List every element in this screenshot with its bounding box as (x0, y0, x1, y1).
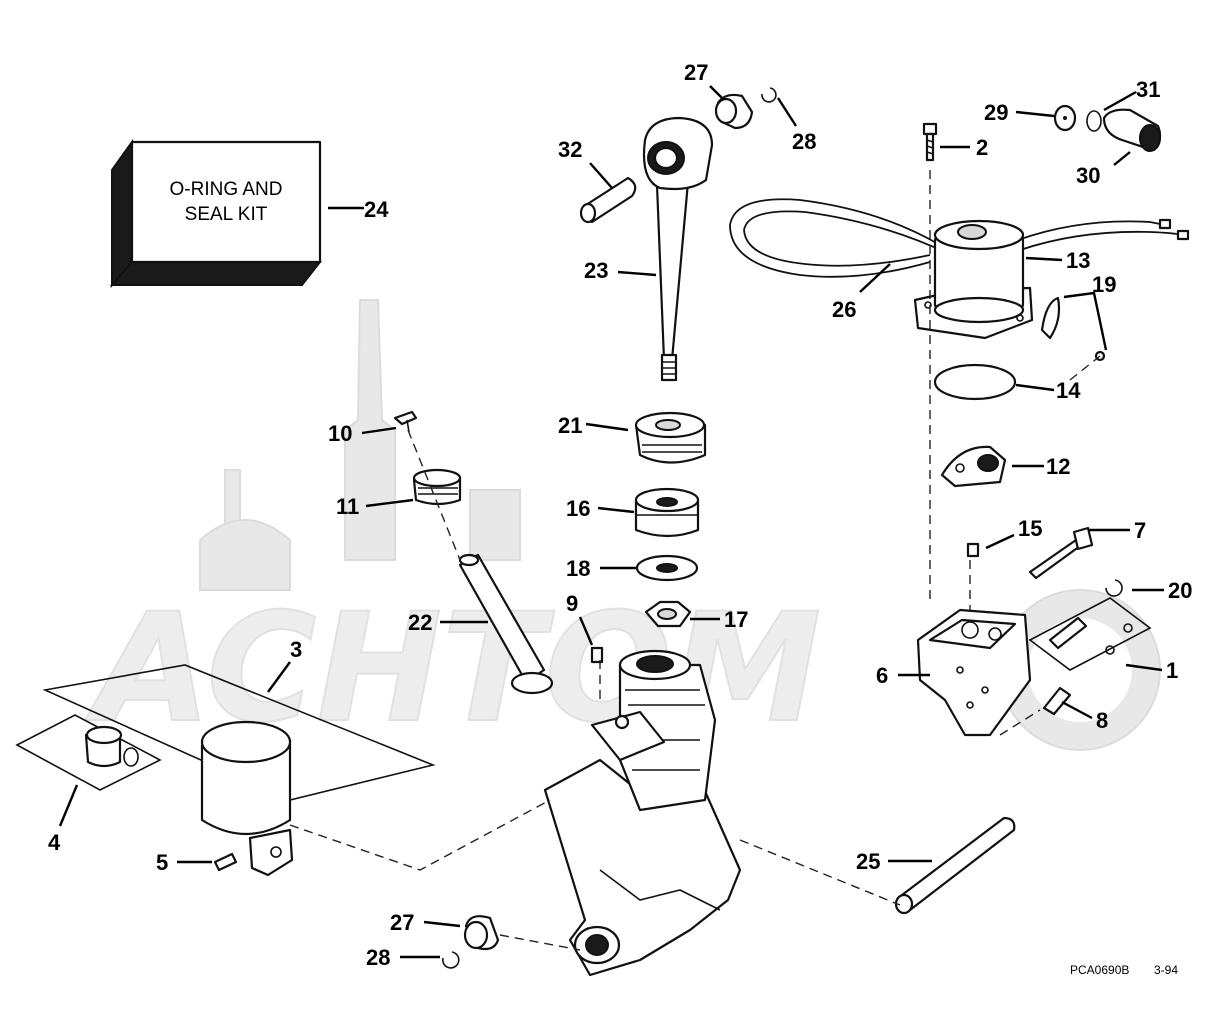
bushing-27-bottom (463, 915, 500, 951)
screw-8 (1042, 686, 1072, 716)
callout-5: 5 (156, 850, 168, 875)
washer-18-hole (656, 563, 678, 573)
callout-12: 12 (1046, 454, 1070, 479)
callout-3: 3 (290, 637, 302, 662)
callout-27-bottom: 27 (390, 910, 414, 935)
pin-32 (579, 176, 637, 224)
tube-22 (458, 553, 554, 695)
oring-14 (933, 363, 1017, 401)
callout-29: 29 (984, 100, 1008, 125)
gasket-1 (1028, 597, 1152, 671)
callout-24: 24 (364, 197, 389, 222)
retaining-ring-20 (1105, 579, 1123, 597)
callout-8: 8 (1096, 708, 1108, 733)
nut-17 (644, 600, 692, 628)
plug-11 (412, 468, 462, 506)
screw-10 (393, 410, 418, 433)
callout-2: 2 (976, 135, 988, 160)
callout-25: 25 (856, 849, 880, 874)
callout-9: 9 (566, 591, 578, 616)
callout-6: 6 (876, 663, 888, 688)
callout-28-bottom: 28 (366, 945, 390, 970)
bolt-7 (1028, 526, 1094, 580)
parts-29-30-31 (1053, 104, 1162, 152)
callout-18: 18 (566, 556, 590, 581)
callout-4: 4 (48, 830, 61, 855)
alignment-lines (289, 170, 1101, 951)
screw-2 (922, 122, 938, 162)
screw-15 (966, 542, 980, 558)
kit-box-line2: SEAL KIT (185, 204, 268, 225)
callout-23: 23 (584, 258, 608, 283)
callout-30: 30 (1076, 163, 1100, 188)
callout-28-top: 28 (792, 129, 816, 154)
cap-21 (634, 411, 707, 464)
motor-13 (729, 198, 1190, 340)
kit-box-line1: O-RING AND (170, 179, 283, 200)
oring-seal-kit-box: O-RING AND SEAL KIT (109, 138, 323, 289)
figure-code: PCA0690B (1070, 963, 1129, 977)
callout-10: 10 (328, 421, 352, 446)
piston-16 (634, 487, 700, 538)
leader-lines (58, 85, 1164, 959)
callout-22: 22 (408, 610, 432, 635)
callout-labels: 1 2 3 4 5 6 7 8 9 10 11 12 13 14 15 16 1… (48, 60, 1192, 970)
callout-15: 15 (1018, 516, 1042, 541)
callout-17: 17 (724, 607, 748, 632)
callout-31: 31 (1136, 77, 1160, 102)
figure-date: 3-94 (1154, 963, 1178, 977)
callout-16: 16 (566, 496, 590, 521)
pin-25 (894, 816, 1016, 915)
retaining-ring-28-top (761, 87, 777, 103)
callout-7: 7 (1134, 518, 1146, 543)
pump-6 (916, 608, 1032, 737)
retaining-ring-28-bottom (441, 951, 460, 969)
valve-12 (940, 445, 1007, 488)
callout-1: 1 (1166, 658, 1178, 683)
callout-11: 11 (336, 494, 359, 519)
bushing-27-top (714, 93, 754, 130)
callout-26: 26 (832, 297, 856, 322)
callout-13: 13 (1066, 248, 1090, 273)
callout-20: 20 (1168, 578, 1192, 603)
setscrew-9 (590, 646, 604, 664)
callout-19: 19 (1092, 272, 1116, 297)
callout-27-top: 27 (684, 60, 708, 85)
callout-21: 21 (558, 413, 582, 438)
piston-rod-23 (642, 116, 714, 382)
callout-32: 32 (558, 137, 582, 162)
callout-14: 14 (1056, 378, 1081, 403)
reservoir-group (15, 664, 436, 877)
clip-19 (1040, 296, 1106, 362)
trim-housing (543, 649, 742, 977)
